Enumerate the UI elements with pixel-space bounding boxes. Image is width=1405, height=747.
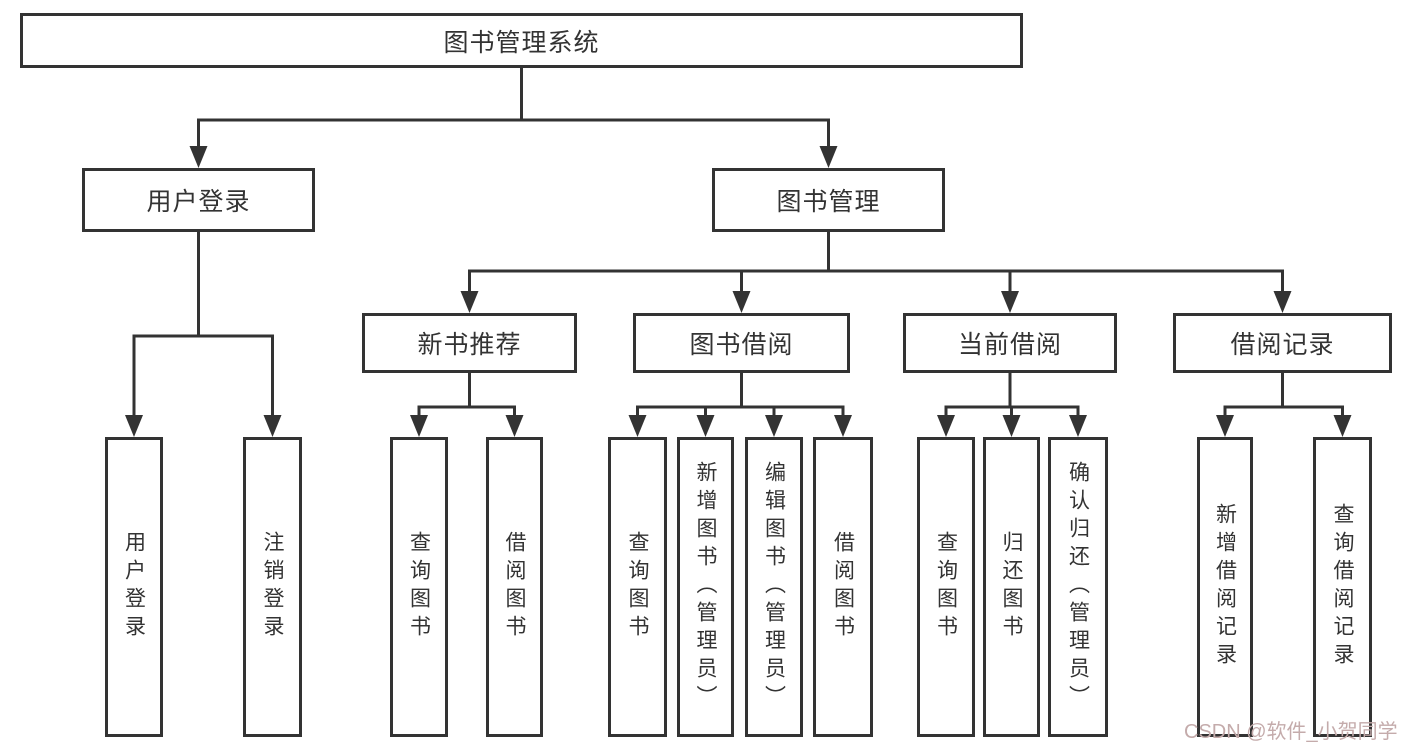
- leaf-borrow-books-recommend: 借阅图书: [486, 437, 543, 737]
- arrowhead: [189, 146, 208, 168]
- arrowhead: [834, 415, 852, 437]
- node-label: 图书借阅: [689, 331, 794, 359]
- leaf-label: 归还图书: [1000, 531, 1023, 643]
- leaf-query-books-recommend: 查询图书: [390, 437, 448, 737]
- arrowhead: [765, 415, 783, 437]
- arrowhead: [937, 415, 955, 437]
- node-label: 图书管理系统: [443, 28, 600, 57]
- arrowhead: [819, 146, 838, 168]
- connector-root-to-level2: [197, 66, 830, 149]
- arrowhead: [1001, 291, 1019, 313]
- node-new-book-recommend: 新书推荐: [362, 313, 577, 373]
- leaf-label: 编辑图书（管理员）: [762, 461, 786, 713]
- node-borrow-records: 借阅记录: [1173, 313, 1392, 373]
- leaf-user-login: 用户登录: [105, 437, 163, 737]
- connector-borrow-to-leaves: [636, 371, 845, 418]
- arrowhead: [1069, 415, 1087, 437]
- arrowhead: [1216, 415, 1234, 437]
- node-book-management: 图书管理: [712, 168, 945, 232]
- arrowhead: [696, 415, 715, 437]
- leaf-label: 查询图书: [934, 531, 958, 643]
- arrowhead: [1002, 415, 1021, 437]
- leaf-label: 查询图书: [407, 531, 431, 643]
- arrowhead: [460, 291, 479, 313]
- leaf-label: 查询借阅记录: [1331, 503, 1354, 671]
- leaf-confirm-return-admin: 确认归还（管理员）: [1048, 437, 1108, 737]
- node-label: 用户登录: [146, 188, 251, 216]
- leaf-label: 新增借阅记录: [1213, 503, 1237, 671]
- arrowhead: [1273, 291, 1292, 313]
- node-label: 借阅记录: [1230, 331, 1335, 359]
- connector-login-to-leaves: [132, 230, 274, 418]
- arrowheads: [125, 146, 1352, 437]
- leaf-query-borrow-record: 查询借阅记录: [1313, 437, 1372, 737]
- leaf-add-borrow-record: 新增借阅记录: [1197, 437, 1253, 737]
- leaf-logout: 注销登录: [243, 437, 302, 737]
- arrowhead: [125, 415, 143, 437]
- node-label: 图书管理: [776, 188, 881, 216]
- leaf-label: 借阅图书: [831, 531, 855, 643]
- arrowhead: [410, 415, 428, 437]
- leaf-label: 查询图书: [626, 531, 649, 643]
- arrowhead: [628, 415, 647, 437]
- arrowhead: [1333, 415, 1352, 437]
- leaf-query-books-current: 查询图书: [917, 437, 975, 737]
- node-current-borrow: 当前借阅: [903, 313, 1117, 373]
- arrowhead: [263, 415, 282, 437]
- arrowhead: [732, 291, 751, 313]
- connector-records-to-leaves: [1223, 371, 1344, 418]
- node-root-system: 图书管理系统: [20, 13, 1023, 68]
- connector-mgmt-to-level3: [468, 230, 1284, 294]
- leaf-label: 借阅图书: [503, 531, 526, 643]
- node-book-borrow: 图书借阅: [633, 313, 850, 373]
- connector-current-to-leaves: [944, 371, 1080, 418]
- connector-recommend-to-leaves: [417, 371, 516, 418]
- node-label: 当前借阅: [957, 331, 1062, 359]
- node-user-login: 用户登录: [82, 168, 315, 232]
- leaf-add-book-admin: 新增图书（管理员）: [677, 437, 734, 737]
- leaf-query-books-borrow: 查询图书: [608, 437, 667, 737]
- leaf-label: 注销登录: [261, 531, 284, 643]
- leaf-label: 用户登录: [122, 531, 146, 643]
- leaf-borrow-books: 借阅图书: [813, 437, 873, 737]
- leaf-label: 确认归还（管理员）: [1066, 461, 1090, 713]
- csdn-watermark: CSDN @软件_小贺同学: [1184, 721, 1398, 743]
- arrowhead: [505, 415, 524, 437]
- leaf-return-book: 归还图书: [983, 437, 1040, 737]
- leaf-label: 新增图书（管理员）: [694, 461, 717, 713]
- leaf-edit-book-admin: 编辑图书（管理员）: [745, 437, 803, 737]
- node-label: 新书推荐: [417, 331, 522, 359]
